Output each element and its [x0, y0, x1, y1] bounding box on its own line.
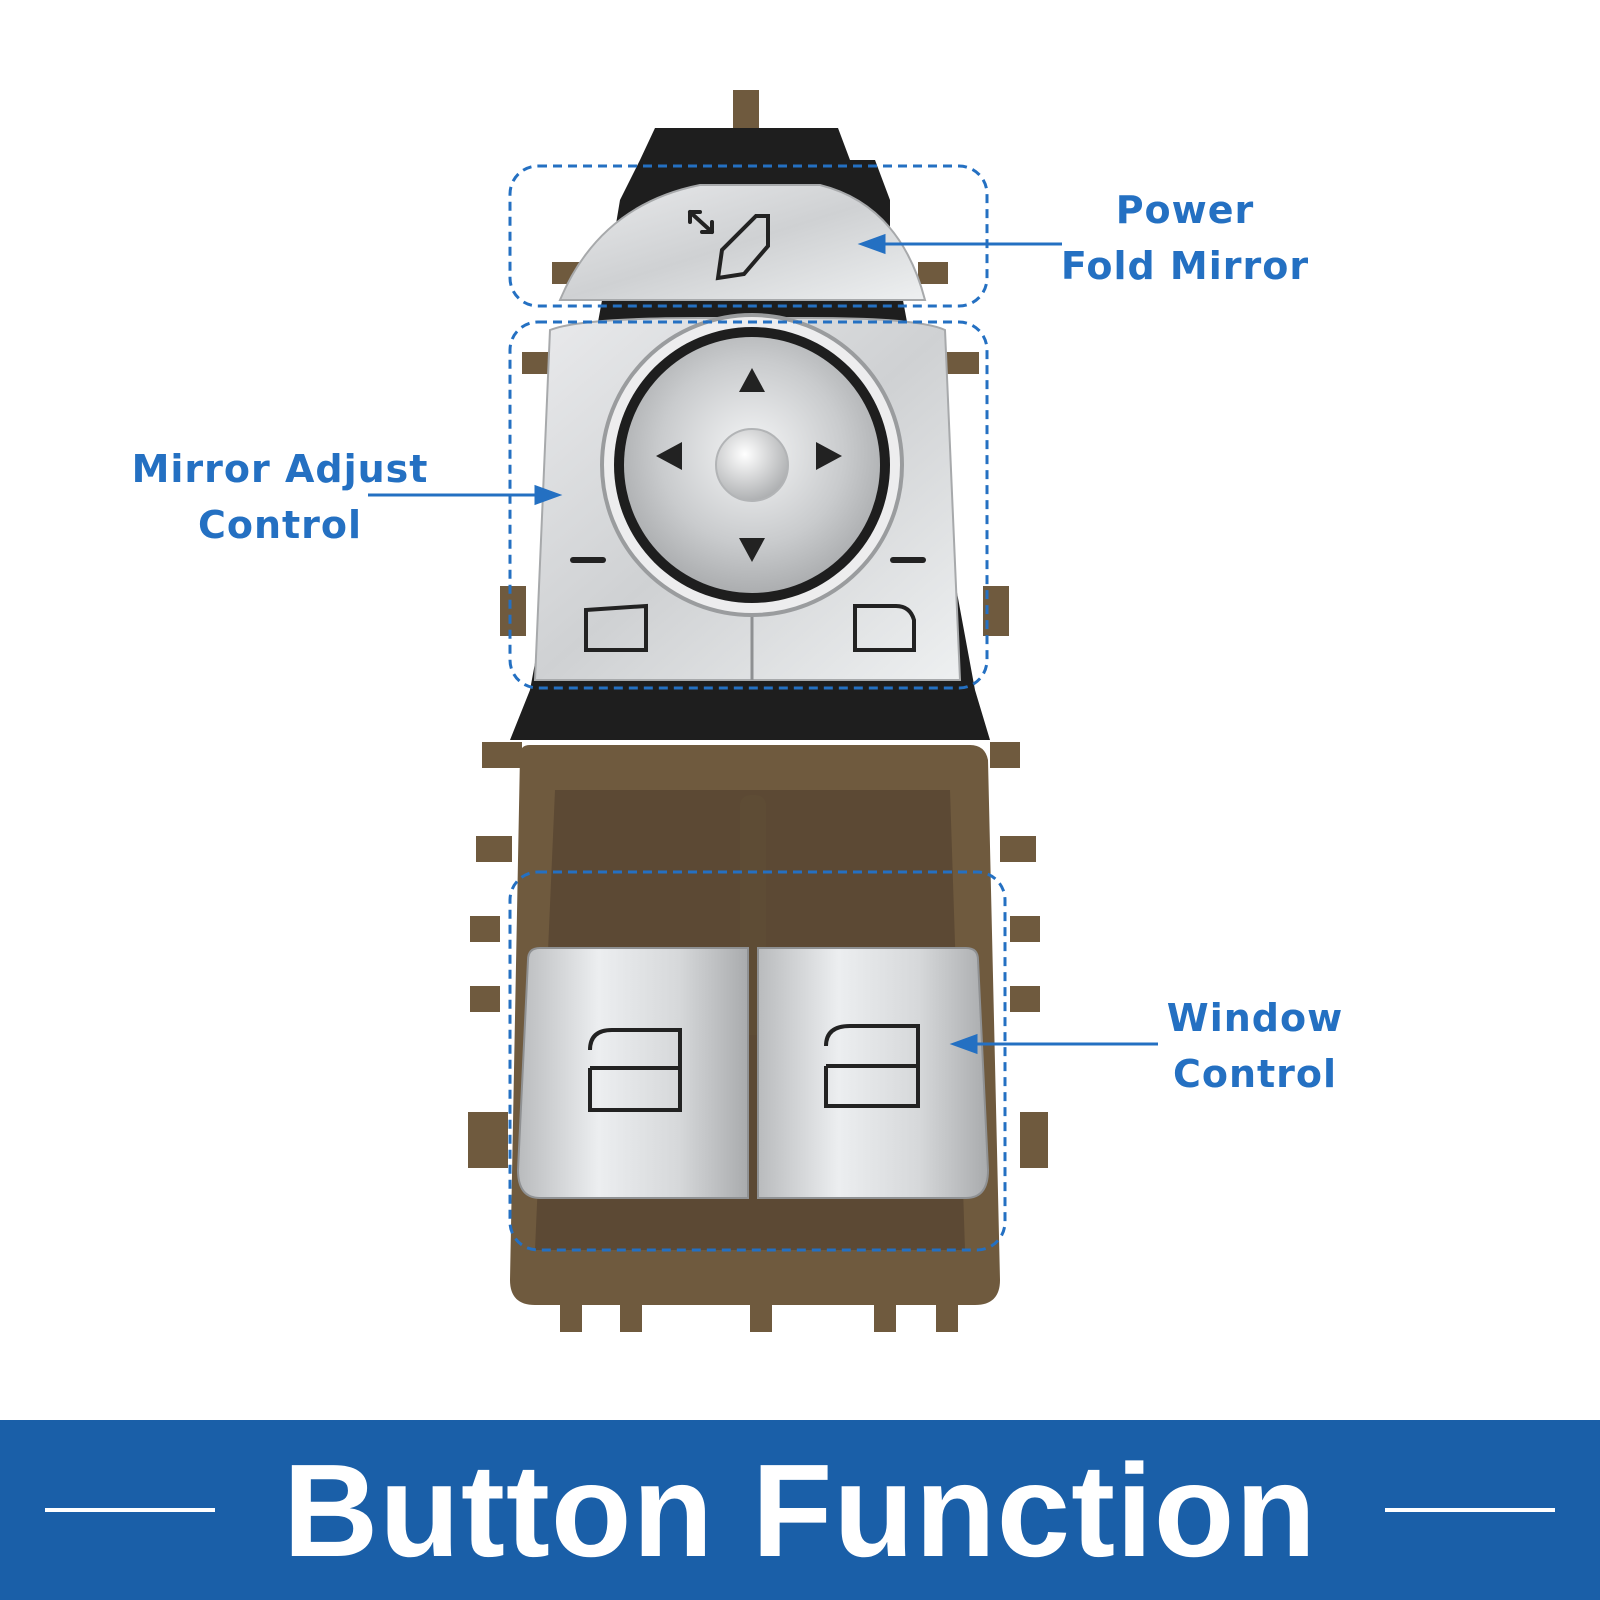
product-illustration: Power Fold Mirror Mirror Adjust Control …	[115, 90, 1380, 1332]
mirror-adjust-highlight	[508, 320, 989, 690]
mirror-adjust-control-label: Mirror Adjust Control	[115, 441, 445, 553]
right-mirror-select-button[interactable]	[853, 557, 926, 652]
mounting-tabs	[468, 90, 1048, 1332]
right-window-button[interactable]	[757, 947, 990, 1199]
left-window-button[interactable]	[516, 947, 749, 1199]
callout-line: Mirror Adjust	[131, 447, 429, 491]
left-mirror-select-button[interactable]	[570, 557, 648, 652]
window-control-label: Window Control	[1130, 990, 1380, 1102]
window-control-arrowhead	[949, 1033, 978, 1055]
dial-center-knob	[715, 428, 789, 502]
mirror-adjust-arrowhead	[534, 484, 563, 506]
banner-right-rule	[1385, 1508, 1555, 1512]
callout-line: Window	[1166, 996, 1344, 1040]
right-mirror-icon	[853, 604, 916, 652]
power-fold-mirror-label: Power Fold Mirror	[1050, 182, 1320, 294]
title-banner: Button Function	[0, 1420, 1600, 1600]
arrow-left-icon	[656, 442, 682, 470]
switch-panel-drawing	[368, 90, 1158, 1332]
banner-left-rule	[45, 1508, 215, 1512]
power-fold-mirror-highlight	[508, 164, 989, 308]
arrow-up-icon	[739, 368, 765, 392]
window-control-highlight	[508, 870, 1007, 1252]
arrow-right-icon	[816, 442, 842, 470]
window-icon	[824, 1024, 920, 1108]
power-fold-mirror-button[interactable]	[558, 184, 927, 301]
callout-line: Control	[1172, 1052, 1338, 1096]
callout-line: Power	[1115, 188, 1255, 232]
callout-line: Fold Mirror	[1060, 244, 1310, 288]
power-fold-arrowhead	[857, 233, 886, 255]
left-mirror-icon	[584, 603, 648, 652]
fold-mirror-icon	[688, 210, 770, 281]
window-icon	[588, 1028, 682, 1112]
callout-line: Control	[197, 503, 363, 547]
arrow-down-icon	[739, 538, 765, 562]
banner-title: Button Function	[282, 1436, 1317, 1584]
